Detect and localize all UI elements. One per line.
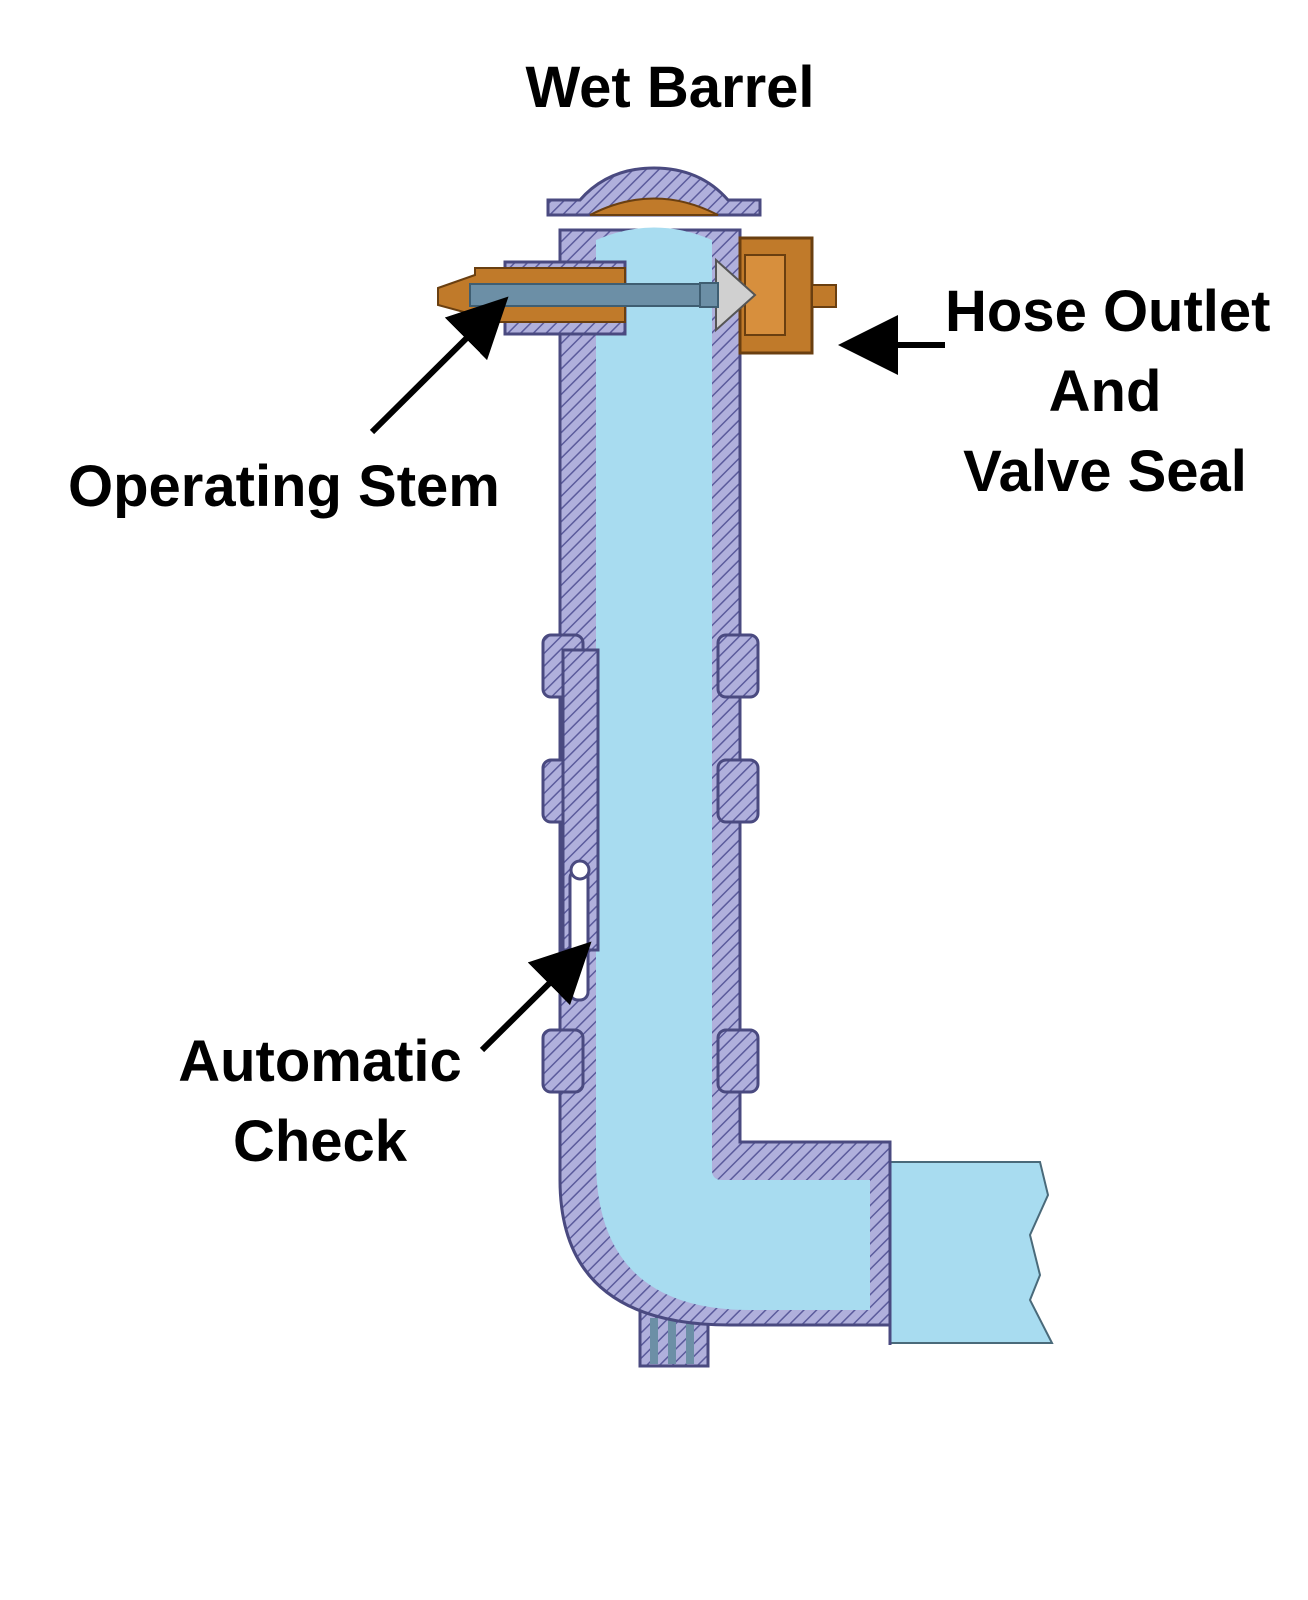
automatic-check-leader bbox=[479, 941, 592, 1053]
water-column bbox=[596, 227, 870, 1310]
bonnet-cap bbox=[546, 166, 762, 217]
label-automatic-check-line1: Automatic bbox=[178, 1029, 462, 1094]
label-operating-stem: Operating Stem bbox=[68, 454, 500, 519]
label-hose-outlet-line2: And bbox=[1048, 359, 1162, 424]
label-hose-outlet-line3: Valve Seal bbox=[963, 439, 1247, 504]
diagram-title: Wet Barrel bbox=[525, 55, 815, 120]
label-hose-outlet-line1: Hose Outlet bbox=[945, 279, 1271, 344]
operating-stem-leader bbox=[369, 296, 509, 435]
hose-outlet-assembly bbox=[699, 236, 837, 355]
automatic-check-valve bbox=[561, 648, 600, 1002]
label-automatic-check-line2: Check bbox=[232, 1109, 408, 1174]
supply-pipe bbox=[889, 1161, 1054, 1344]
